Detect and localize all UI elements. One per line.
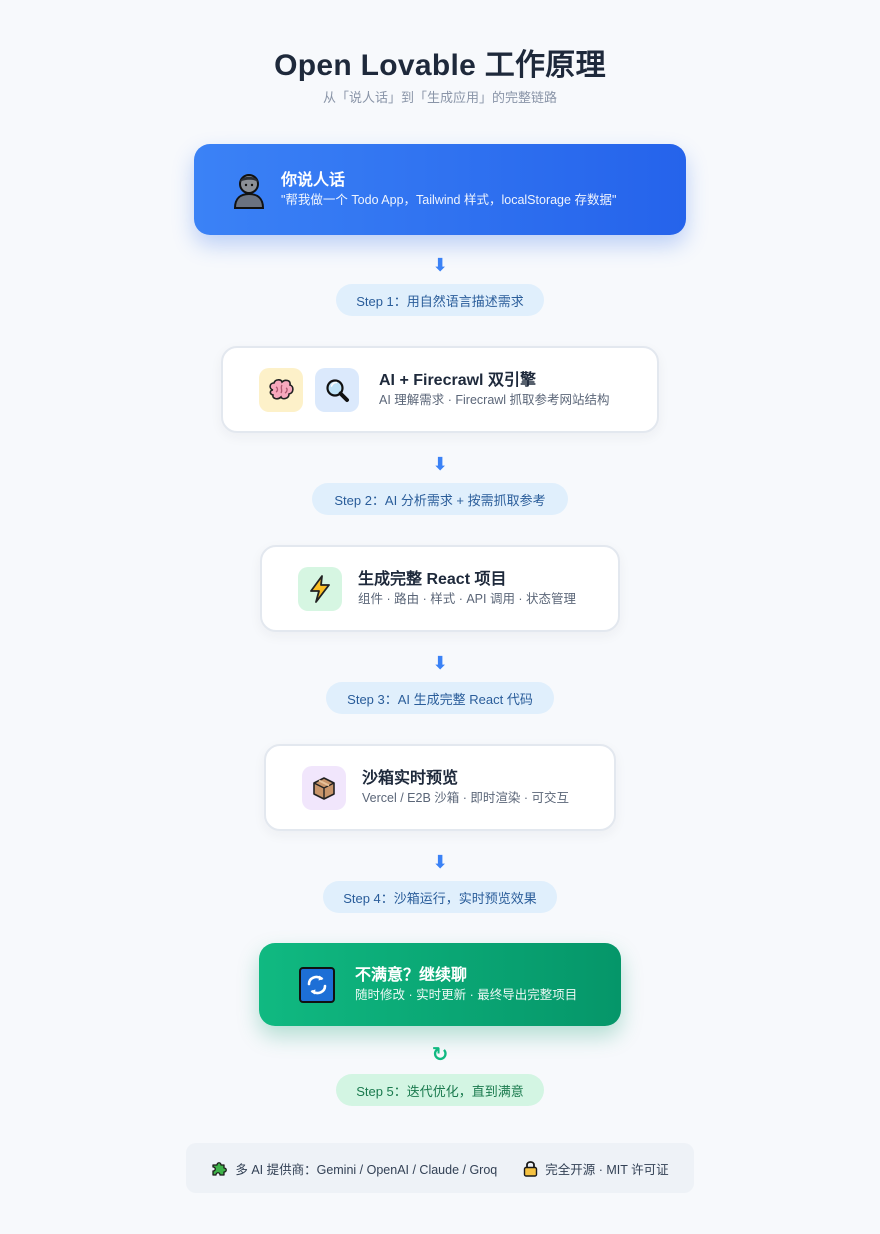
card-title: 生成完整 React 项目 xyxy=(358,570,507,588)
person-icon xyxy=(231,170,267,210)
card-sandbox-preview: 沙箱实时预览 Vercel / E2B 沙箱 · 即时渲染 · 可交互 xyxy=(264,744,616,831)
card-dual-engine: AI + Firecrawl 双引擎 AI 理解需求 · Firecrawl 抓… xyxy=(221,346,659,433)
footer-license: 完全开源 · MIT 许可证 xyxy=(523,1159,669,1178)
card-title: AI + Firecrawl 双引擎 xyxy=(379,371,536,389)
card-desc: 随时修改 · 实时更新 · 最终导出完整项目 xyxy=(355,987,578,1002)
puzzle-icon xyxy=(211,1160,228,1177)
refresh-icon xyxy=(299,966,335,1003)
step-label: Step 3：AI 生成完整 React 代码 xyxy=(326,682,554,714)
step-label: Step 1：用自然语言描述需求 xyxy=(336,284,544,316)
flow-arrow-down: ⬇ xyxy=(432,255,448,275)
card-user-prompt: 你说人话 "帮我做一个 Todo App，Tailwind 样式，localSt… xyxy=(194,144,686,235)
flow-arrow-down: ⬇ xyxy=(432,653,448,673)
card-react-project: 生成完整 React 项目 组件 · 路由 · 样式 · API 调用 · 状态… xyxy=(260,545,620,632)
card-title: 你说人话 xyxy=(281,171,346,189)
flow-arrow-down: ⬇ xyxy=(432,454,448,474)
brain-icon xyxy=(259,367,303,412)
card-title: 沙箱实时预览 xyxy=(362,769,459,787)
footer-bar: 多 AI 提供商：Gemini / OpenAI / Claude / Groq… xyxy=(186,1143,694,1193)
page-title: Open Lovable 工作原理 xyxy=(274,49,606,82)
magnifier-icon xyxy=(315,367,359,412)
card-desc: 组件 · 路由 · 样式 · API 调用 · 状态管理 xyxy=(358,591,577,606)
footer-providers-text: 多 AI 提供商：Gemini / OpenAI / Claude / Groq xyxy=(235,1162,498,1177)
page-subtitle: 从「说人话」到「生成应用」的完整链路 xyxy=(322,90,557,105)
card-desc: AI 理解需求 · Firecrawl 抓取参考网站结构 xyxy=(379,392,610,407)
flow-arrow-down: ⬇ xyxy=(432,852,448,872)
card-desc: Vercel / E2B 沙箱 · 即时渲染 · 可交互 xyxy=(362,790,569,805)
card-title: 不满意？继续聊 xyxy=(355,966,468,984)
lock-icon xyxy=(523,1160,538,1177)
loop-arrow-icon: ↻ xyxy=(431,1044,449,1066)
step-label: Step 2：AI 分析需求 + 按需抓取参考 xyxy=(312,483,568,515)
package-icon xyxy=(302,765,346,810)
card-desc: "帮我做一个 Todo App，Tailwind 样式，localStorage… xyxy=(281,192,617,207)
footer-providers: 多 AI 提供商：Gemini / OpenAI / Claude / Groq xyxy=(211,1159,497,1178)
step-label: Step 4：沙箱运行，实时预览效果 xyxy=(323,881,557,913)
footer-license-text: 完全开源 · MIT 许可证 xyxy=(545,1162,669,1177)
step-label: Step 5：迭代优化，直到满意 xyxy=(336,1074,544,1106)
card-iterate: 不满意？继续聊 随时修改 · 实时更新 · 最终导出完整项目 xyxy=(259,943,621,1026)
lightning-icon xyxy=(298,566,342,611)
